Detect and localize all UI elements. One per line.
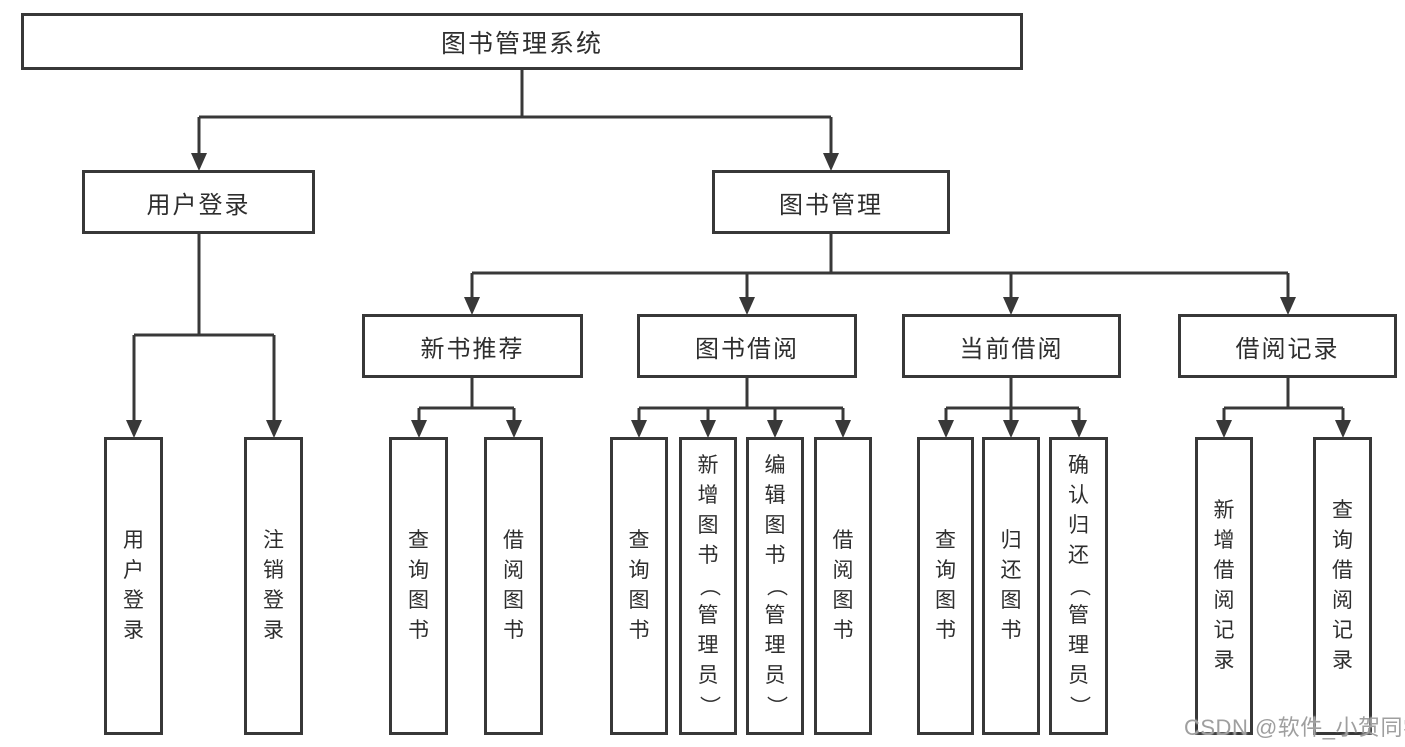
node-new-book-recommendation: 新书推荐 xyxy=(362,314,583,378)
node-current-borrowing: 当前借阅 xyxy=(902,314,1121,378)
node-book-management: 图书管理 xyxy=(712,170,950,234)
node-borrow-books-borrow: 借阅图书 xyxy=(814,437,872,735)
node-borrow-books-rec: 借阅图书 xyxy=(484,437,543,735)
node-book-borrowing: 图书借阅 xyxy=(637,314,857,378)
node-library-management-system: 图书管理系统 xyxy=(21,13,1023,70)
node-query-borrow-record: 查询借阅记录 xyxy=(1313,437,1372,735)
node-logout: 注销登录 xyxy=(244,437,303,735)
node-add-books-admin: 新增图书（管理员） xyxy=(679,437,737,735)
node-query-books-borrow: 查询图书 xyxy=(610,437,668,735)
node-query-books-current: 查询图书 xyxy=(917,437,974,735)
node-return-books: 归还图书 xyxy=(982,437,1040,735)
watermark-text: CSDN @软件_小贺同学 xyxy=(1184,715,1405,740)
node-user-login: 用户登录 xyxy=(82,170,315,234)
node-edit-books-admin: 编辑图书（管理员） xyxy=(746,437,804,735)
node-borrowing-records: 借阅记录 xyxy=(1178,314,1397,378)
node-confirm-return-admin: 确认归还（管理员） xyxy=(1049,437,1108,735)
node-user-login-action: 用户登录 xyxy=(104,437,163,735)
node-query-books-rec: 查询图书 xyxy=(389,437,448,735)
node-add-borrow-record: 新增借阅记录 xyxy=(1195,437,1253,735)
